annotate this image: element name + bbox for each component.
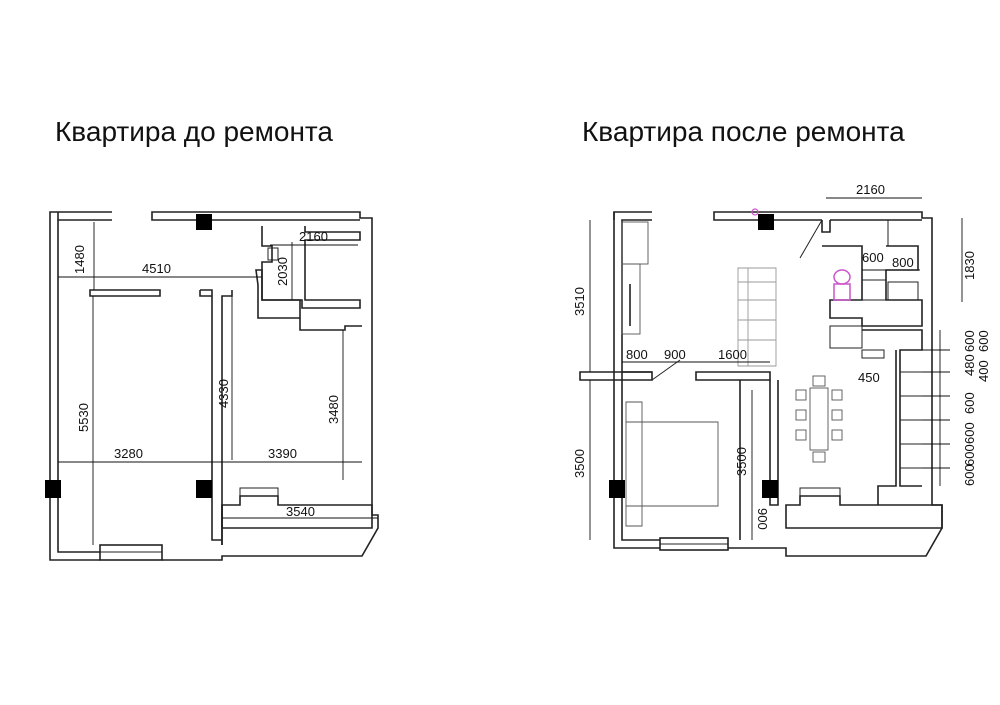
dim-600: 600 bbox=[862, 250, 884, 265]
column bbox=[762, 480, 778, 498]
title-after-renovation: Квартира после ремонта bbox=[582, 116, 905, 147]
dim-r600a: 600 bbox=[962, 330, 977, 352]
plan-before: 1480 4510 2160 2030 5530 4330 3480 3280 … bbox=[45, 211, 379, 561]
column bbox=[45, 480, 61, 498]
wardrobe bbox=[621, 221, 649, 265]
balcony bbox=[785, 495, 943, 529]
dim-3390: 3390 bbox=[268, 446, 297, 461]
dim-2160: 2160 bbox=[856, 182, 885, 197]
dim-r600e: 600 bbox=[962, 444, 977, 466]
dim-r480: 480 bbox=[962, 354, 977, 376]
dim-r400: 400 bbox=[976, 360, 991, 382]
bedroom-wall bbox=[579, 371, 653, 381]
dim-800-door: 800 bbox=[626, 347, 648, 362]
dim-3500-right: 3500 bbox=[734, 447, 749, 476]
dim-3510: 3510 bbox=[572, 287, 587, 316]
toilet-tank bbox=[833, 283, 851, 301]
column bbox=[196, 214, 212, 230]
dim-r600b: 600 bbox=[976, 330, 991, 352]
dim-4330: 4330 bbox=[216, 379, 231, 408]
title-before-renovation: Квартира до ремонта bbox=[55, 116, 333, 147]
plan-after: 2160 1830 600 800 3510 800 900 1600 450 … bbox=[572, 182, 991, 557]
corridor-wall bbox=[89, 289, 161, 297]
outer-wall-left bbox=[49, 211, 379, 561]
dim-5530: 5530 bbox=[76, 403, 91, 432]
dim-800: 800 bbox=[892, 255, 914, 270]
kitchen-counter bbox=[862, 329, 923, 505]
balcony bbox=[221, 495, 373, 529]
dim-r600f: 600 bbox=[962, 464, 977, 486]
bed bbox=[625, 401, 719, 527]
sofa bbox=[737, 267, 777, 367]
dim-r600d: 600 bbox=[962, 422, 977, 444]
dim-2160: 2160 bbox=[299, 229, 328, 244]
dim-900-balcony: 900 bbox=[755, 508, 770, 530]
dim-1480: 1480 bbox=[72, 245, 87, 274]
dining-table bbox=[809, 387, 829, 451]
dim-4510: 4510 bbox=[142, 261, 171, 276]
dim-900: 900 bbox=[664, 347, 686, 362]
toilet-icon bbox=[833, 269, 851, 285]
dim-450: 450 bbox=[858, 370, 880, 385]
column bbox=[758, 214, 774, 230]
column bbox=[196, 480, 212, 498]
dim-3280: 3280 bbox=[114, 446, 143, 461]
bathroom-block bbox=[261, 226, 361, 309]
dim-3480: 3480 bbox=[326, 395, 341, 424]
dim-3540: 3540 bbox=[286, 504, 315, 519]
dim-2030: 2030 bbox=[275, 257, 290, 286]
dim-1830: 1830 bbox=[962, 251, 977, 280]
column bbox=[609, 480, 625, 498]
tv-unit bbox=[621, 263, 641, 335]
dim-3500-left: 3500 bbox=[572, 449, 587, 478]
dim-1600: 1600 bbox=[718, 347, 747, 362]
dim-r600c: 600 bbox=[962, 392, 977, 414]
